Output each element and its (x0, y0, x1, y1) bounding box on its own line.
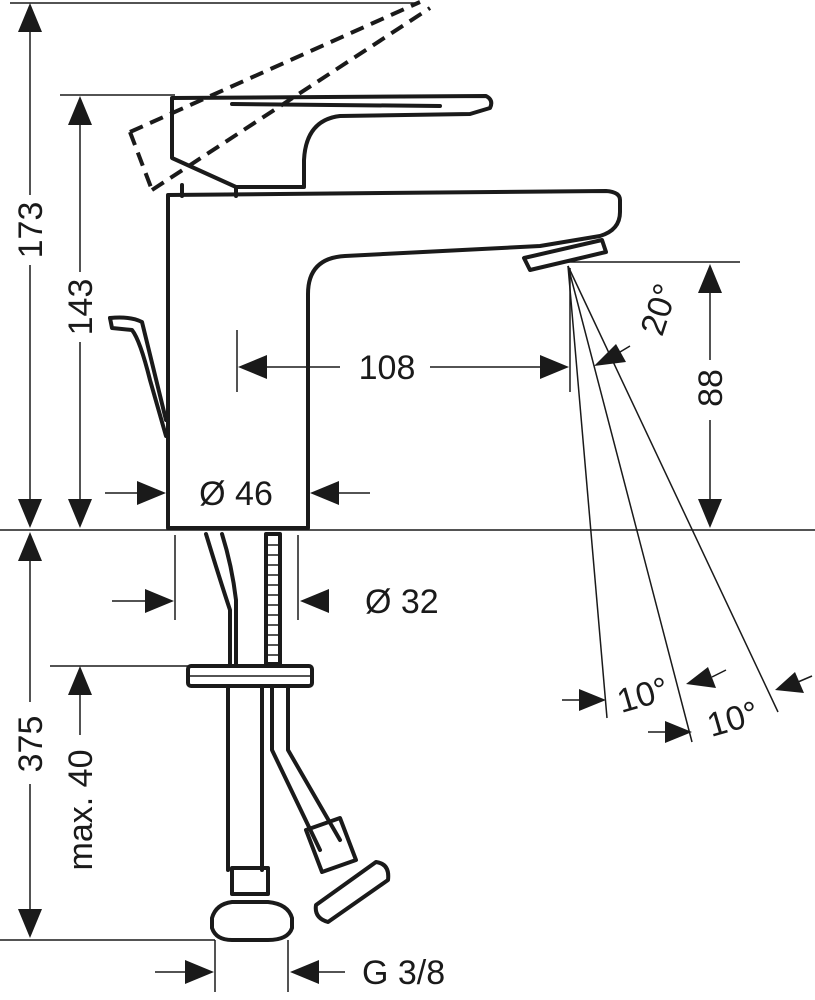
dim-reach: 108 (359, 349, 416, 387)
dim-spray-angle-right: 10° (703, 694, 763, 745)
dim-thread: G 3/8 (362, 954, 445, 992)
under-deck-parts (186, 532, 391, 942)
dim-below-deck: 375 (12, 716, 50, 773)
dim-spout-clearance: 88 (692, 369, 730, 407)
dim-body-height: 143 (62, 279, 100, 336)
dim-max-thickness: max. 40 (62, 750, 100, 871)
dim-spray-angle: 20° (634, 279, 686, 340)
lever-open-position (128, 0, 432, 192)
dim-body-diameter: Ø 46 (199, 475, 273, 513)
dimension-labels: 173 143 108 Ø 46 88 20° Ø 32 375 max. 40… (12, 202, 763, 992)
label-backdrops (12, 195, 728, 883)
faucet-body (108, 94, 622, 530)
dimension-lines (18, 3, 813, 984)
dim-shank-diameter: Ø 32 (365, 583, 439, 621)
dim-spray-angle-left: 10° (613, 670, 673, 721)
dim-total-height: 173 (12, 202, 50, 259)
